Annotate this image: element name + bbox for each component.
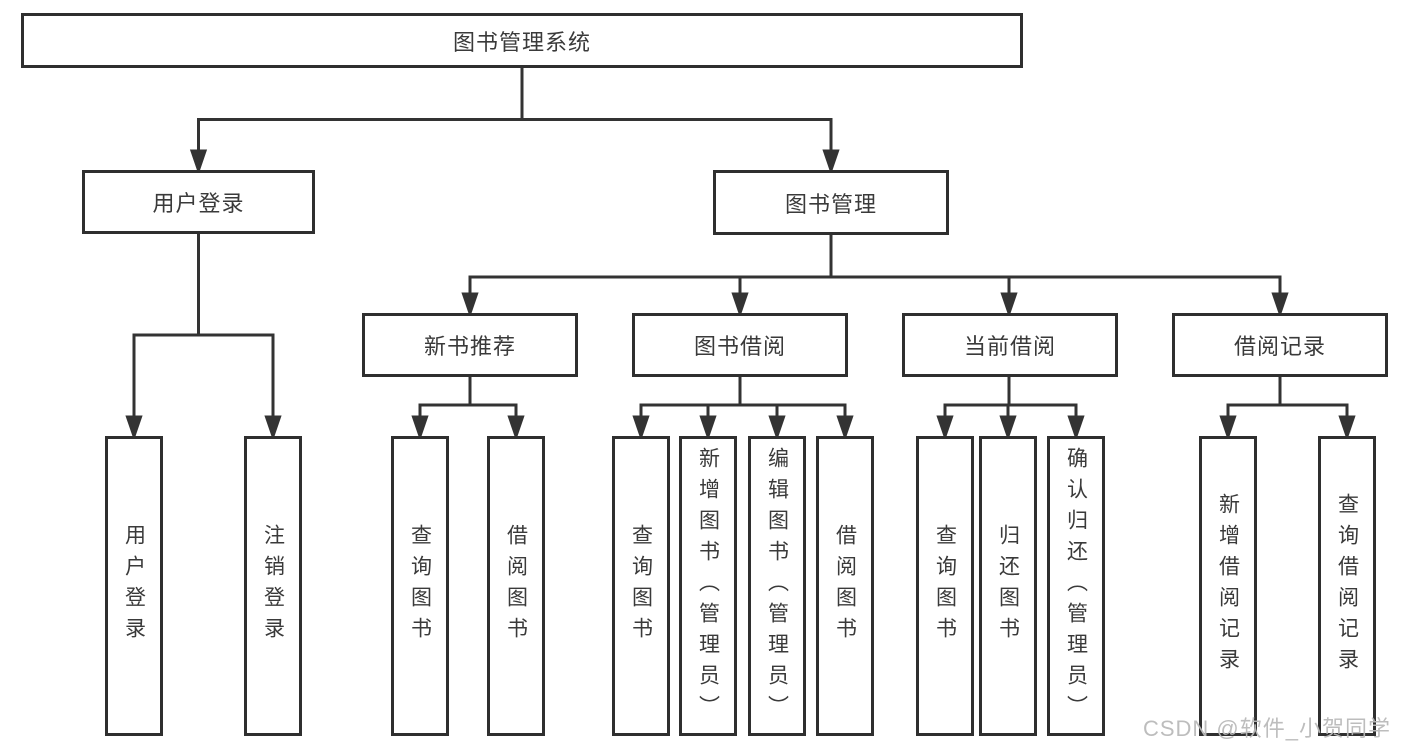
csdn-watermark: CSDN @软件_小贺同学	[1142, 716, 1391, 741]
node-library-management-system: 图书管理系统	[21, 13, 1023, 68]
leaf-confirm-return-admin: 确认归还（管理员）	[1047, 436, 1105, 736]
leaf-user-login: 用户登录	[105, 436, 163, 736]
leaf-return-books: 归还图书	[979, 436, 1037, 736]
leaf-query-books: 查询图书	[391, 436, 449, 736]
node-label: 查询图书	[629, 524, 653, 648]
node-label: 借阅图书	[833, 524, 857, 648]
leaf-query-borrow-record: 查询借阅记录	[1318, 436, 1376, 736]
leaf-add-borrow-record: 新增借阅记录	[1199, 436, 1257, 736]
node-label: 新书推荐	[423, 334, 516, 359]
leaf-logout-login: 注销登录	[244, 436, 302, 736]
node-label: 用户登录	[152, 191, 245, 216]
node-label: 编辑图书（管理员）	[765, 446, 789, 726]
node-borrowing-records: 借阅记录	[1172, 313, 1388, 377]
node-label: 查询图书	[408, 524, 432, 648]
node-book-management: 图书管理	[713, 170, 949, 235]
node-label: 图书借阅	[693, 334, 786, 359]
node-label: 确认归还（管理员）	[1064, 446, 1088, 726]
node-label: 借阅记录	[1233, 334, 1326, 359]
leaf-query-books: 查询图书	[612, 436, 670, 736]
node-label: 图书管理	[784, 191, 877, 217]
node-label: 归还图书	[996, 524, 1020, 648]
node-current-borrowing: 当前借阅	[902, 313, 1118, 377]
node-label: 借阅图书	[504, 524, 528, 648]
node-book-borrowing: 图书借阅	[632, 313, 848, 377]
node-label: 图书管理系统	[452, 29, 591, 55]
node-label: 用户登录	[122, 524, 146, 648]
leaf-query-books: 查询图书	[916, 436, 974, 736]
leaf-add-books-admin: 新增图书（管理员）	[679, 436, 737, 736]
node-label: 新增借阅记录	[1216, 493, 1240, 679]
node-user-login: 用户登录	[82, 170, 315, 234]
leaf-borrow-books: 借阅图书	[487, 436, 545, 736]
node-label: 注销登录	[261, 524, 285, 648]
node-label: 当前借阅	[963, 334, 1056, 359]
node-label: 查询借阅记录	[1335, 493, 1359, 679]
leaf-borrow-books: 借阅图书	[816, 436, 874, 736]
node-label: 查询图书	[933, 524, 957, 648]
node-label: 新增图书（管理员）	[696, 446, 720, 726]
leaf-edit-books-admin: 编辑图书（管理员）	[748, 436, 806, 736]
node-new-book-recommend: 新书推荐	[362, 313, 578, 377]
